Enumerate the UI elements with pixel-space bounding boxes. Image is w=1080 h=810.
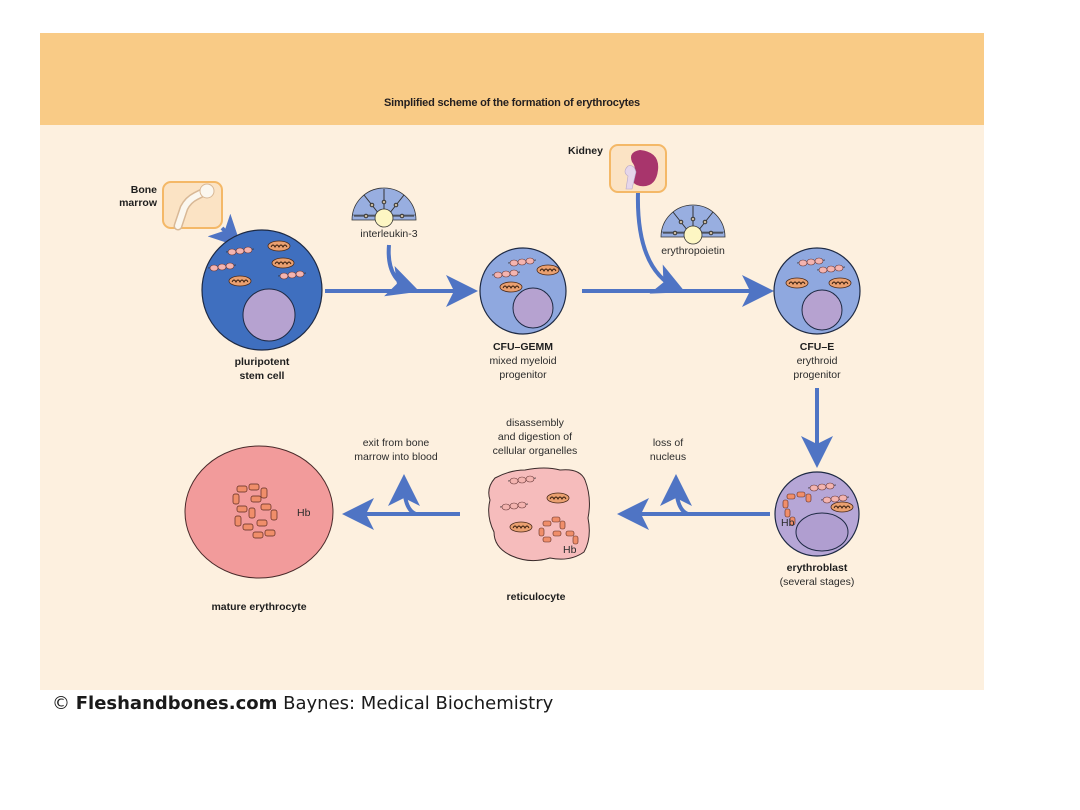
erythroblast-name: erythroblast — [787, 562, 848, 574]
interleukin-3-factor: interleukin-3 — [351, 187, 418, 240]
cfu-gemm-cell: CFU–GEMM mixed myeloid progenitor — [479, 247, 567, 381]
source-text: Baynes: Medical Biochemistry — [277, 693, 554, 714]
reticulocyte-cell: Hb reticulocyte — [488, 467, 590, 603]
copyright-footer: © Fleshandbones.com Baynes: Medical Bioc… — [52, 693, 553, 714]
erythroblast-hb-label: Hb — [781, 517, 795, 529]
cfu-gemm-name: CFU–GEMM — [493, 341, 553, 353]
femur-bone-icon — [162, 181, 223, 231]
kidney-label: Kidney — [568, 145, 603, 157]
disassembly-label-3: cellular organelles — [493, 445, 578, 457]
exit-label: exit from bone — [363, 437, 430, 449]
kidney-icon — [609, 144, 667, 193]
disassembly-label: disassembly — [506, 417, 565, 429]
receptor-icon — [660, 204, 726, 245]
erythrocyte-name: mature erythrocyte — [211, 601, 306, 613]
pluripotent-stem-cell: pluripotent stem cell — [201, 229, 323, 382]
arrow-reticulocyte-to-erythrocyte — [342, 474, 460, 530]
erythroblast-desc: (several stages) — [780, 576, 855, 588]
cfu-e-name: CFU–E — [800, 341, 834, 353]
diagram-panel: Simplified scheme of the formation of er… — [40, 33, 984, 690]
erythropoietin-label: erythropoietin — [661, 245, 725, 257]
exit-label-2: marrow into blood — [354, 451, 438, 463]
cfu-gemm-desc-2: progenitor — [499, 369, 547, 381]
loss-of-nucleus-label-2: nucleus — [650, 451, 686, 463]
diagram-canvas: Bone marrow Kidney interleukin-3 — [119, 144, 861, 613]
mature-erythrocyte-cell: Hb mature erythrocyte — [184, 445, 334, 613]
arrow-interleukin-input — [384, 244, 420, 297]
cfu-e-desc-2: progenitor — [793, 369, 841, 381]
stem-cell-name-2: stem cell — [240, 370, 285, 382]
arrow-erythropoietin-input — [635, 191, 686, 294]
brand-link[interactable]: Fleshandbones.com — [75, 693, 278, 714]
copyright-symbol: © — [52, 693, 76, 714]
reticulocyte-name: reticulocyte — [507, 591, 566, 603]
bone-marrow-label: Bone — [131, 184, 157, 196]
receptor-icon — [351, 187, 417, 228]
reticulocyte-hb-label: Hb — [563, 544, 577, 556]
cfu-e-cell: CFU–E erythroid progenitor — [773, 247, 861, 381]
loss-of-nucleus-label: loss of — [653, 437, 683, 449]
bone-marrow-label-2: marrow — [119, 197, 158, 209]
arrow-erythroblast-to-reticulocyte — [617, 474, 770, 530]
diagram-title: Simplified scheme of the formation of er… — [384, 97, 640, 109]
bone-marrow-source: Bone marrow — [119, 181, 223, 231]
kidney-source: Kidney — [568, 144, 667, 193]
erythroblast-cell: Hb erythroblast (several stages) — [774, 471, 860, 588]
erythropoietin-factor: erythropoietin — [660, 204, 726, 257]
cfu-gemm-desc: mixed myeloid — [489, 355, 556, 367]
title-band: Simplified scheme of the formation of er… — [40, 33, 984, 125]
stem-cell-name: pluripotent — [235, 356, 290, 368]
interleukin-3-label: interleukin-3 — [360, 228, 417, 240]
erythrocyte-hb-label: Hb — [297, 507, 311, 519]
disassembly-label-2: and digestion of — [498, 431, 572, 443]
cfu-e-desc: erythroid — [797, 355, 838, 367]
